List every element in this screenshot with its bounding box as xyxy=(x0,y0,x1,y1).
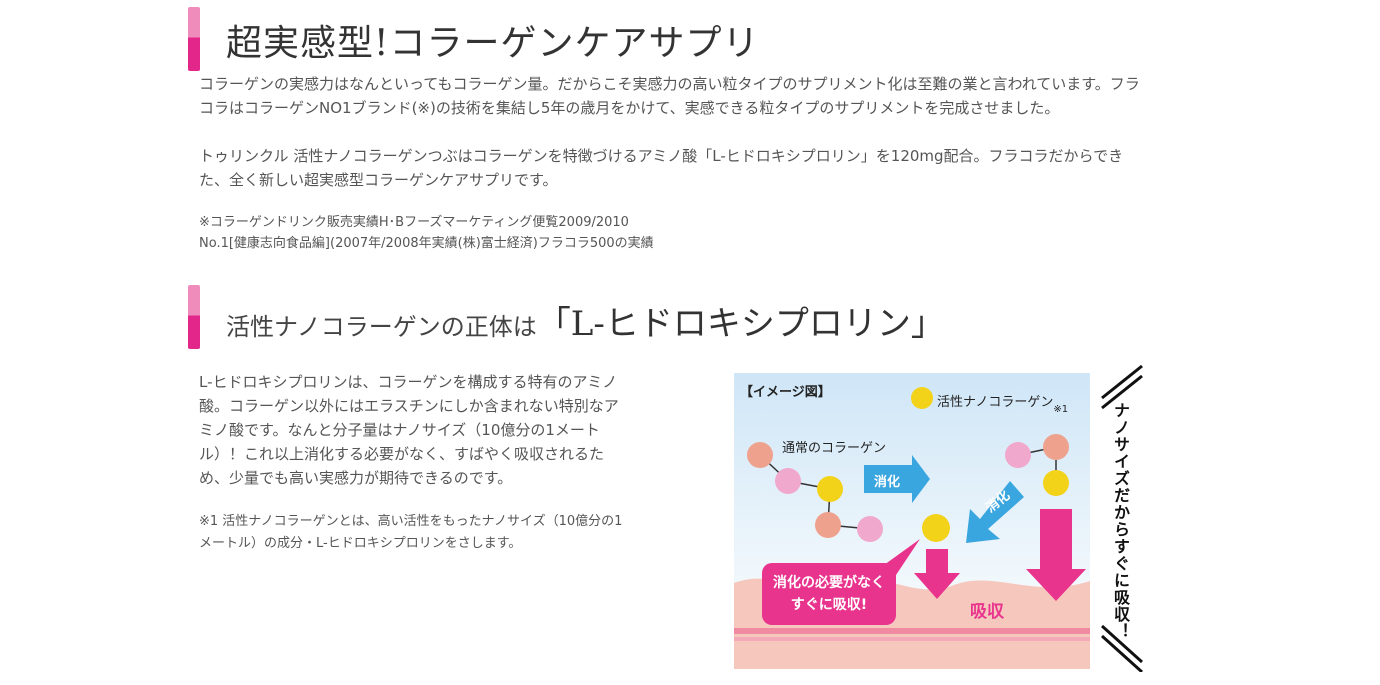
nano-collagen-bead xyxy=(817,476,843,502)
heading-accent-bar xyxy=(188,7,200,71)
absorb-arrow-small xyxy=(914,549,960,599)
section1-paragraph1: コラーゲンの実感力はなんといってもコラーゲン量。だからこそ実感力の高い粒タイプの… xyxy=(199,75,1140,117)
section1-note-line1: ※コラーゲンドリンク販売実績H･Bフーズマーケティング便覧2009/2010 xyxy=(199,215,629,230)
bubble-line2: すぐに吸収! xyxy=(790,597,868,613)
digest-arrow-right xyxy=(864,455,930,503)
section1-heading: 超実感型!コラーゲンケアサプリ xyxy=(226,23,760,64)
skin-stripe xyxy=(734,628,1090,634)
section2-heading-large: 「L-ヒドロキシプロリン」 xyxy=(536,304,945,344)
nano-collagen-bead xyxy=(922,514,950,542)
figure-label: 【イメージ図】 xyxy=(740,385,831,400)
collagen-bead xyxy=(1005,442,1031,468)
side-vertical-text: ナノサイズだからすぐに吸収！ xyxy=(1111,402,1130,640)
collagen-bead xyxy=(815,512,841,538)
nano-collagen-bead xyxy=(1043,470,1069,496)
digest-arrow-diagonal xyxy=(966,481,1024,543)
collagen-bead xyxy=(775,468,801,494)
digest-label-1: 消化 xyxy=(874,475,901,490)
side-slash-lines xyxy=(1100,364,1144,672)
side-decoration xyxy=(1100,364,1144,672)
normal-collagen-label: 通常のコラーゲン xyxy=(782,441,887,456)
absorb-arrow-large xyxy=(1026,509,1086,601)
section2-note: ※1 活性ナノコラーゲンとは、高い活性をもったナノサイズ（10億分の1メートル）… xyxy=(199,514,623,551)
legend-text: 活性ナノコラーゲン※1 xyxy=(937,391,1068,415)
collagen-bead xyxy=(747,442,773,468)
heading-accent-bar xyxy=(188,285,200,349)
bubble-line1: 消化の必要がなく xyxy=(773,575,885,591)
section2-paragraph: L-ヒドロキシプロリンは、コラーゲンを構成する特有のアミノ酸。コラーゲン以外には… xyxy=(199,373,619,487)
collagen-bead xyxy=(1043,434,1069,460)
legend-bead xyxy=(911,387,933,409)
image-figure: 【イメージ図】 活性ナノコラーゲン※1 通常のコラーゲン 消化 消化 消化の必要… xyxy=(734,373,1090,669)
collagen-bead xyxy=(857,516,883,542)
section2-heading: 活性ナノコラーゲンの正体は「L-ヒドロキシプロリン」 xyxy=(226,296,945,345)
speech-bubble: 消化の必要がなく すぐに吸収! xyxy=(762,563,896,625)
skin-stripe xyxy=(734,637,1090,641)
section1-paragraph2: トゥリンクル 活性ナノコラーゲンつぶはコラーゲンを特徴づけるアミノ酸「L-ヒドロ… xyxy=(199,147,1124,189)
section1-note-line2: No.1[健康志向食品編](2007年/2008年実績(株)富士経済)フラコラ5… xyxy=(199,236,654,251)
absorb-label: 吸収 xyxy=(970,602,1004,622)
legend-footnote: ※1 xyxy=(1053,404,1069,415)
legend-label: 活性ナノコラーゲン xyxy=(937,395,1054,410)
section2-heading-small: 活性ナノコラーゲンの正体は xyxy=(226,313,537,341)
